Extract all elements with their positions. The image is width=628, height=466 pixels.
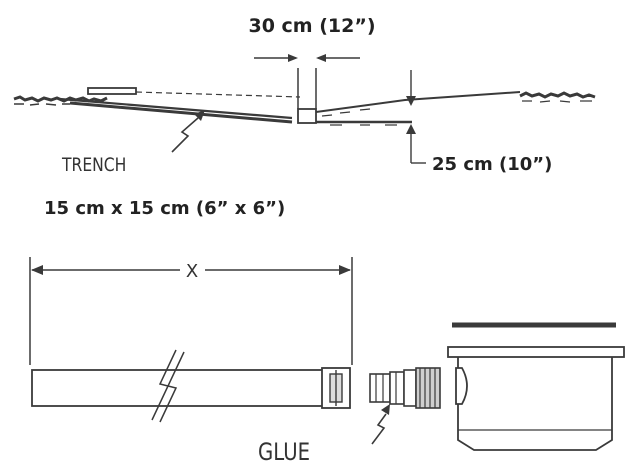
top-width-label: 30 cm (12”): [248, 15, 375, 37]
pipe-assembly: [29, 257, 625, 451]
threaded-fitting: [369, 367, 441, 409]
trench-leader: [171, 117, 199, 153]
level-dashed-line: [135, 91, 301, 98]
pipe: [31, 369, 333, 407]
trench-cross-section: [13, 54, 596, 164]
trench-slope-left: [59, 97, 293, 120]
trench-size-label: 15 cm x 15 cm (6” x 6”): [44, 198, 285, 219]
depth-label: 25 cm (10”): [432, 154, 552, 175]
pump-box: [447, 322, 625, 451]
glue-leader: [371, 413, 387, 445]
inlet-port: [455, 367, 468, 405]
length-label: X: [186, 261, 198, 282]
trench-label: TRENCH: [61, 155, 126, 177]
ground-right: [519, 91, 596, 99]
trench-slope-right: [315, 91, 521, 113]
glue-label: GLUE: [258, 439, 310, 466]
trench-box: [297, 108, 317, 124]
board: [87, 87, 137, 95]
